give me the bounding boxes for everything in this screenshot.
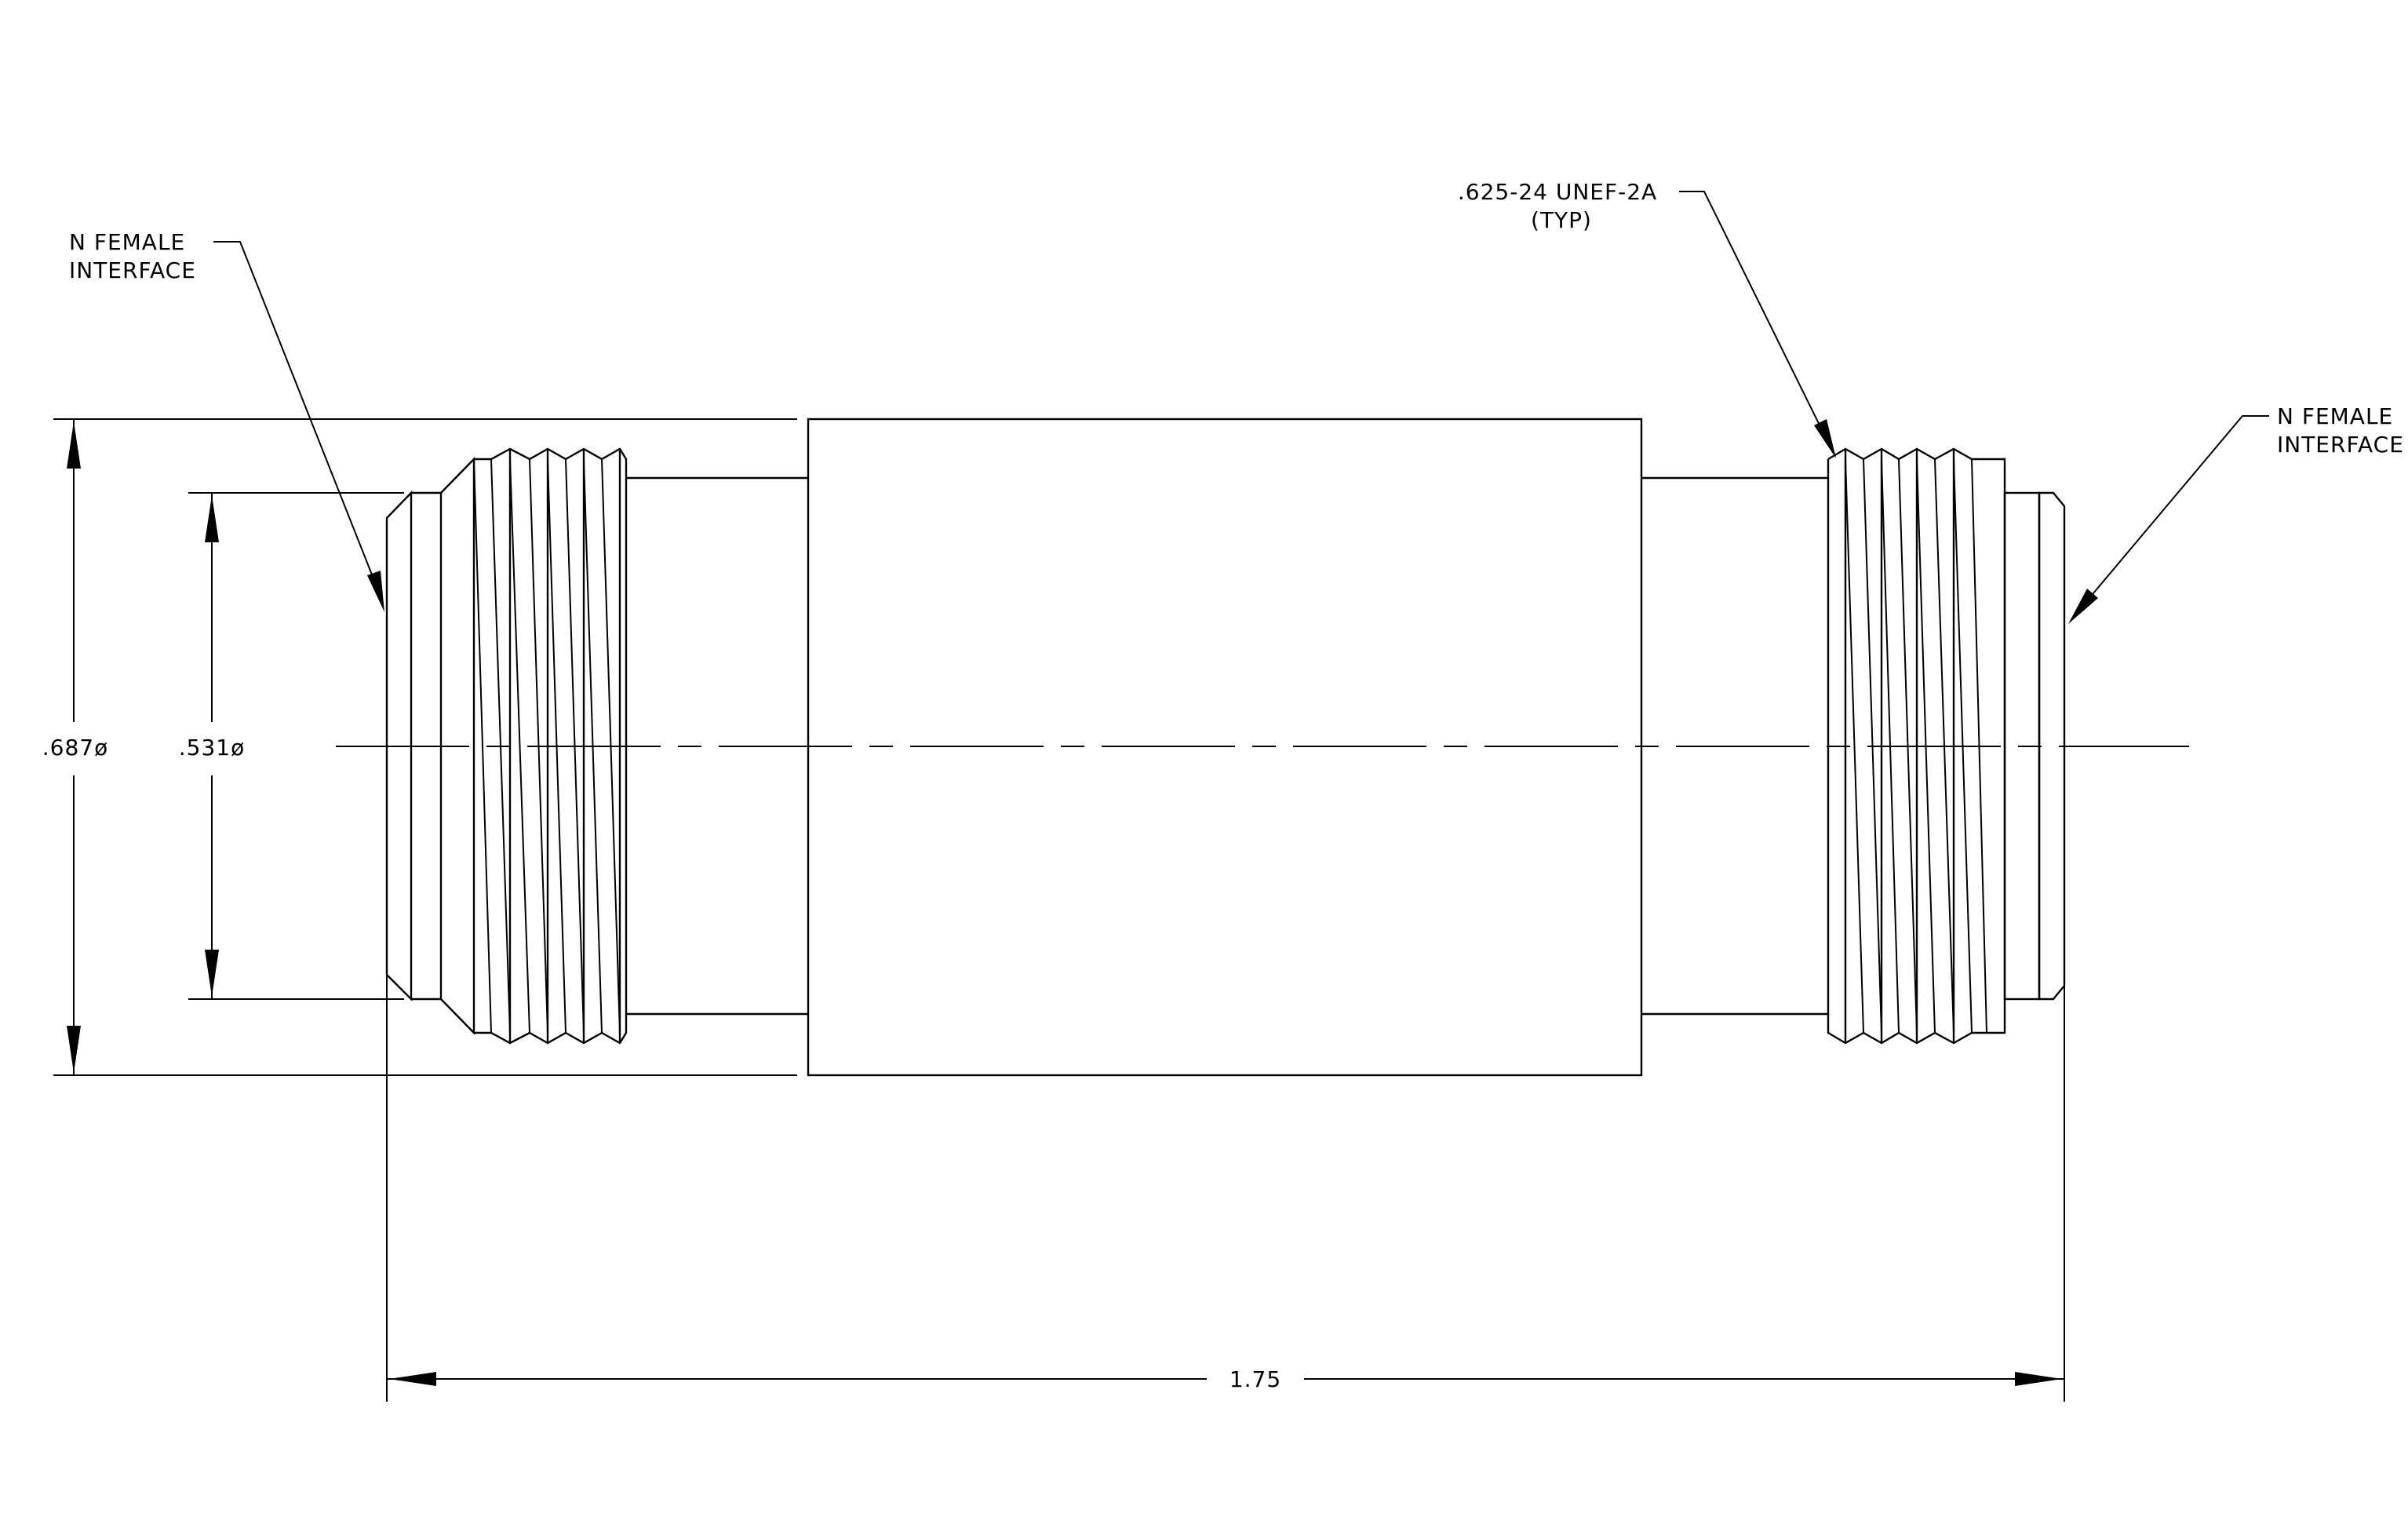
overall-length-dimension — [387, 1372, 2064, 1386]
left-interface-leader — [213, 241, 384, 612]
inner-diameter-label: .531ø — [179, 735, 245, 760]
thread-spec-leader — [1679, 191, 1836, 458]
overall-length-label: 1.75 — [1230, 1366, 1281, 1392]
right-interface-label: N FEMALE INTERFACE — [2277, 403, 2404, 458]
left-neck — [626, 476, 808, 1016]
right-connector — [1827, 447, 2066, 1045]
thread-spec-label: .625-24 UNEF-2A (TYP) — [1458, 179, 1665, 233]
extension-lines — [53, 418, 2065, 1402]
outer-diameter-label: .687ø — [42, 735, 108, 760]
outer-diameter-dimension — [67, 419, 81, 1075]
left-interface-label: N FEMALE INTERFACE — [69, 229, 196, 283]
left-connector — [385, 447, 628, 1045]
center-body — [807, 418, 1643, 1077]
right-neck — [1641, 476, 1828, 1016]
inner-diameter-dimension — [205, 493, 219, 999]
right-interface-leader — [2068, 415, 2269, 624]
